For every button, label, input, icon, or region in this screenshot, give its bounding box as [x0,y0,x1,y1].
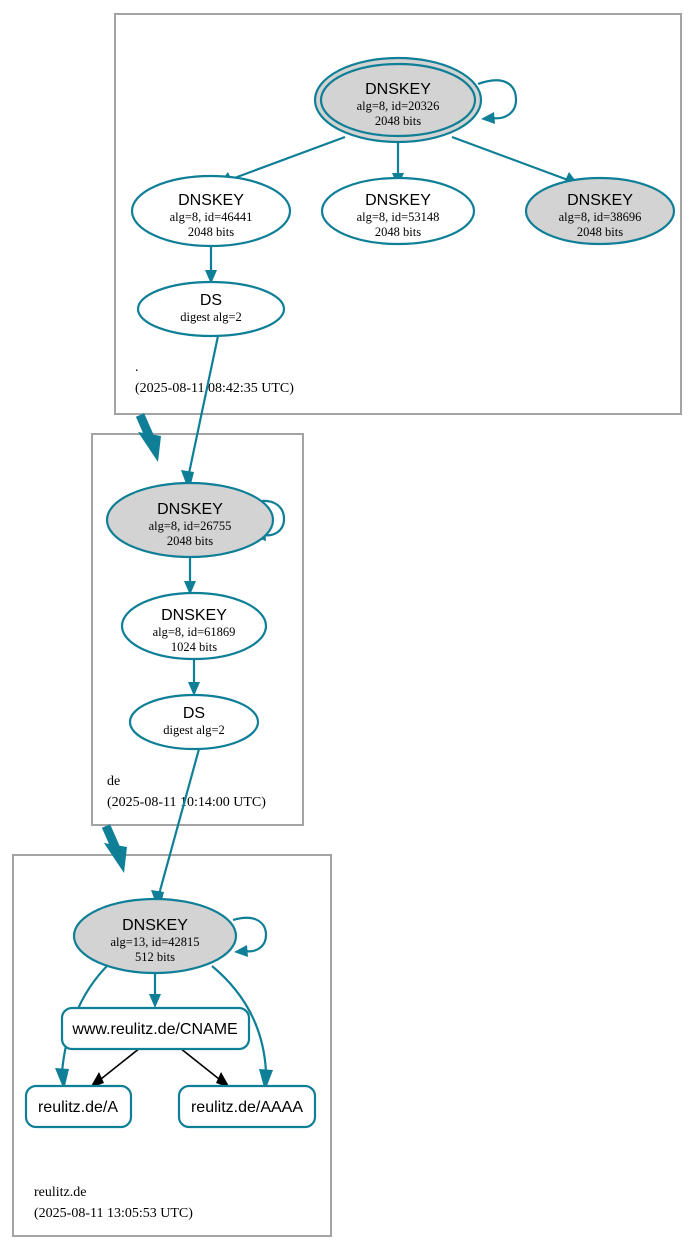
delegation-arrow-root-to-de [135,413,161,462]
rrset-box [177,1084,317,1129]
node-label-type: DS [200,292,222,309]
node-ds-root[interactable]: DS digest alg=2 [136,280,286,338]
node-dnskey-root-zsk-53148[interactable]: DNSKEY alg=8, id=53148 2048 bits [320,176,476,246]
node-label-bits: 2048 bits [188,225,234,239]
node-label-type: DNSKEY [365,192,431,209]
edge-root-ksk-self-signature [477,79,518,124]
rrset-box [60,1006,251,1051]
edge-de-ksk-to-de-zsk [184,556,196,595]
node-dnskey-root-ksk-20326[interactable]: DNSKEY alg=8, id=20326 2048 bits [313,56,483,144]
zone-cluster-reulitz: DNSKEY alg=13, id=42815 512 bits www.reu… [12,748,332,1237]
node-label-type: DNSKEY [157,501,223,518]
edge-root-ds-to-de-ksk [181,335,220,492]
zone-name-reulitz: reulitz.de [34,1185,86,1200]
zone-cluster-de: DNSKEY alg=8, id=26755 2048 bits DNSKEY … [91,335,304,826]
node-label-digest-alg: digest alg=2 [180,310,242,324]
node-shape [130,174,292,248]
node-label-type: DNSKEY [178,192,244,209]
node-label-type: DNSKEY [365,81,431,98]
node-label-alg-id: alg=8, id=26755 [149,519,232,533]
node-ds-de[interactable]: DS digest alg=2 [128,693,260,751]
node-dnskey-de-zsk-61869[interactable]: DNSKEY alg=8, id=61869 1024 bits [120,591,268,661]
node-label-alg-id: alg=13, id=42815 [110,935,199,949]
rrset-label: www.reulitz.de/CNAME [71,1021,237,1038]
node-label-alg-id: alg=8, id=61869 [153,625,236,639]
rrset-label: reulitz.de/A [38,1099,118,1116]
node-shape [128,693,260,751]
node-label-bits: 1024 bits [171,640,217,654]
node-dnskey-de-ksk-26755[interactable]: DNSKEY alg=8, id=26755 2048 bits [105,481,275,559]
edge-reulitz-ksk-to-cname-rrset [149,974,161,1008]
node-dnskey-reulitz-ksk-42815[interactable]: DNSKEY alg=13, id=42815 512 bits [72,897,238,975]
zone-name-root: . [135,360,139,375]
zone-timestamp-de: (2025-08-11 10:14:00 UTC) [107,795,266,810]
node-dnskey-root-key-38696[interactable]: DNSKEY alg=8, id=38696 2048 bits [524,176,676,246]
node-label-type: DNSKEY [161,607,227,624]
node-shape [524,176,676,246]
node-dnskey-root-zsk-46441[interactable]: DNSKEY alg=8, id=46441 2048 bits [130,174,292,248]
rrset-box [24,1084,133,1129]
node-label-bits: 512 bits [135,950,175,964]
edge-cname-to-a-record [90,1047,141,1088]
delegation-arrow-de-to-reulitz [101,824,127,873]
node-label-alg-id: alg=8, id=38696 [559,210,642,224]
node-label-type: DNSKEY [122,917,188,934]
node-label-bits: 2048 bits [375,225,421,239]
node-label-alg-id: alg=8, id=20326 [357,99,440,113]
node-shape [105,481,275,559]
node-label-type: DS [183,705,205,722]
zone-cluster-root: DNSKEY alg=8, id=20326 2048 bits DNSKEY … [114,13,682,415]
edge-cname-to-aaaa-record [179,1047,230,1088]
edge-reulitz-ksk-self-signature [232,916,268,957]
node-label-digest-alg: digest alg=2 [163,723,225,737]
node-shape [120,591,268,661]
node-label-type: DNSKEY [567,192,633,209]
rrset-reulitz-de-a[interactable]: reulitz.de/A [24,1084,133,1129]
rrset-label: reulitz.de/AAAA [191,1099,303,1116]
zone-name-de: de [107,774,120,789]
node-label-bits: 2048 bits [375,114,421,128]
node-shape [72,897,238,975]
zone-timestamp-reulitz: (2025-08-11 13:05:53 UTC) [34,1206,193,1221]
node-shape [136,280,286,338]
edge-de-zsk-to-de-ds [188,658,200,696]
node-shape-inner-ring [319,62,477,138]
node-label-alg-id: alg=8, id=53148 [357,210,440,224]
node-label-bits: 2048 bits [167,534,213,548]
rrset-reulitz-de-aaaa[interactable]: reulitz.de/AAAA [177,1084,317,1129]
rrset-www-reulitz-de-cname[interactable]: www.reulitz.de/CNAME [60,1006,251,1051]
node-label-alg-id: alg=8, id=46441 [170,210,253,224]
zone-timestamp-root: (2025-08-11 08:42:35 UTC) [135,381,294,396]
node-label-bits: 2048 bits [577,225,623,239]
node-shape [320,176,476,246]
edge-reulitz-ksk-to-aaaa-rrset [211,965,273,1091]
